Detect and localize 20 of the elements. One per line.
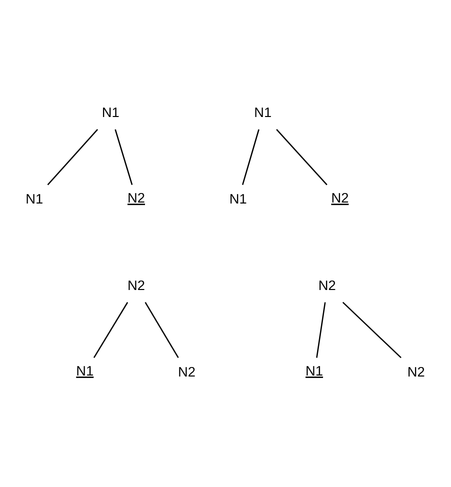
connector bbox=[342, 302, 402, 358]
connector bbox=[93, 302, 128, 358]
node-text: N2 bbox=[128, 190, 145, 206]
connector bbox=[276, 129, 328, 186]
connector bbox=[47, 129, 98, 186]
connector bbox=[242, 129, 260, 185]
node-text: N2 bbox=[407, 364, 425, 380]
connector bbox=[114, 129, 133, 186]
node-text: N1 bbox=[229, 192, 247, 207]
connector bbox=[144, 302, 179, 358]
node-text: N2 bbox=[318, 278, 336, 293]
node-text: N1 bbox=[102, 105, 120, 120]
node-text: N1 bbox=[26, 192, 44, 207]
node-text: N2 bbox=[128, 278, 145, 293]
node-text: N2 bbox=[178, 364, 196, 380]
node-text: N1 bbox=[254, 105, 272, 120]
node-text: N1 bbox=[76, 364, 94, 379]
node-text: N1 bbox=[306, 364, 324, 379]
connector bbox=[316, 302, 326, 358]
node-text: N2 bbox=[331, 190, 349, 206]
